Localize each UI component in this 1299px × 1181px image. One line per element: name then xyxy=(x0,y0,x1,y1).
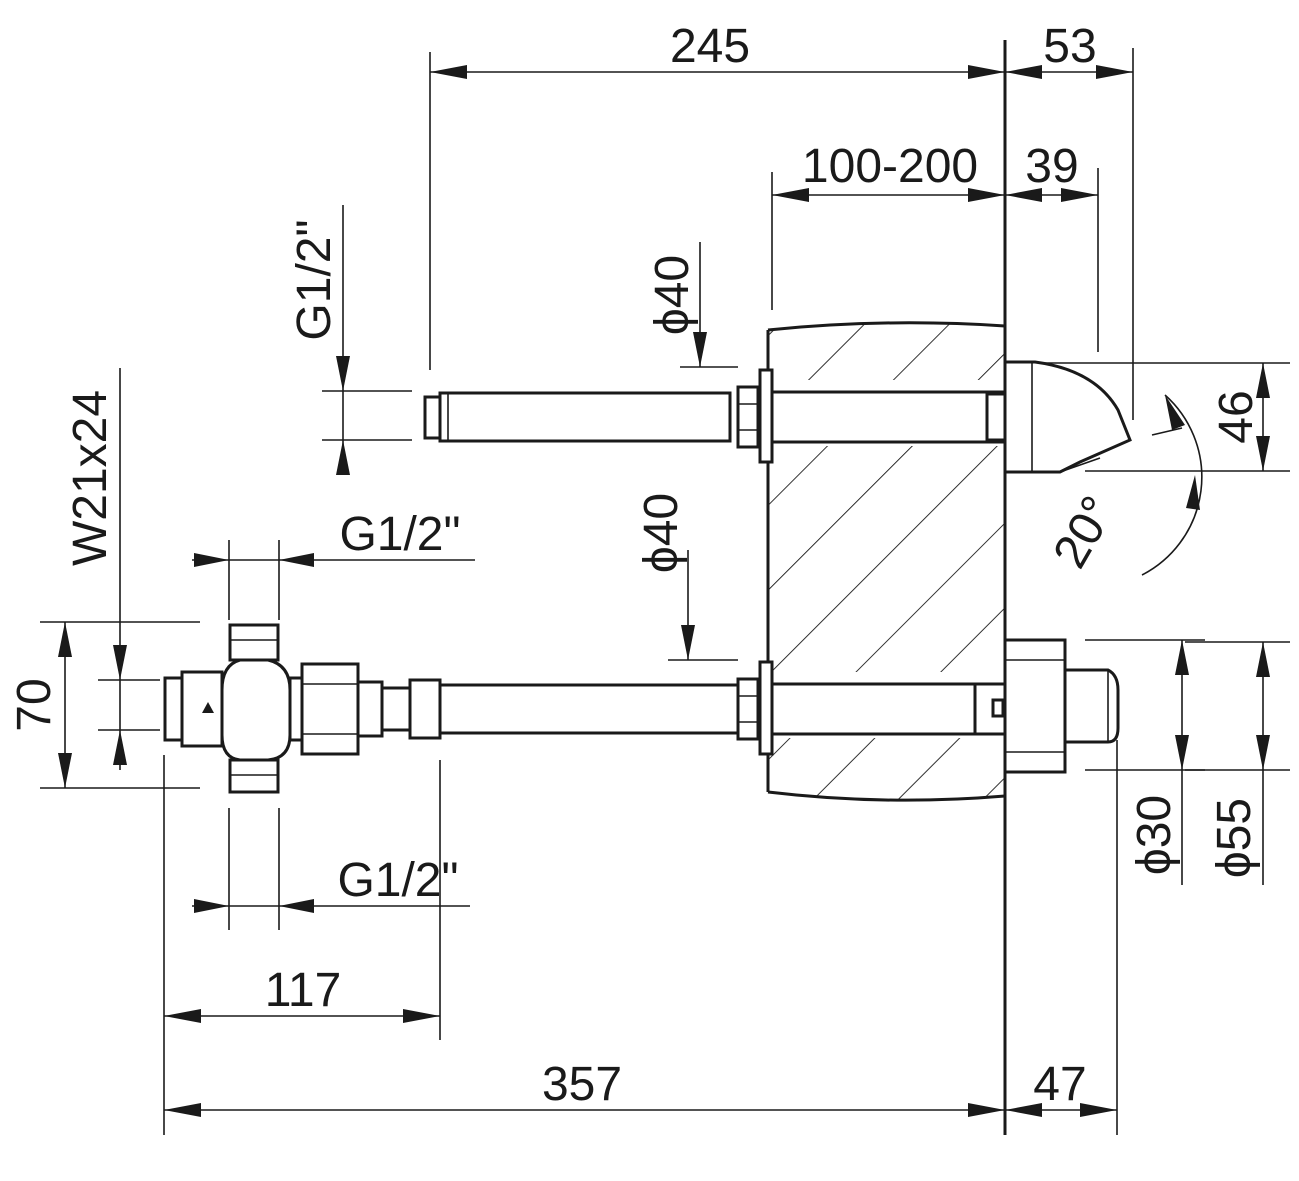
label-w21x24: W21x24 xyxy=(64,390,117,566)
valve-body xyxy=(220,658,292,762)
label-100-200: 100-200 xyxy=(802,140,978,193)
dimension-labels: 245 53 100-200 39 G1/2" ϕ40 46 20° W21x2… xyxy=(8,20,1263,1111)
label-phi55: ϕ55 xyxy=(1208,798,1261,878)
label-53: 53 xyxy=(1043,20,1096,73)
nut xyxy=(300,662,360,756)
wall-section xyxy=(766,40,1007,1135)
spout-body xyxy=(1003,360,1132,474)
label-47: 47 xyxy=(1033,1058,1086,1111)
rosette xyxy=(1003,638,1067,774)
label-46: 46 xyxy=(1210,390,1263,443)
label-20-degrees: 20° xyxy=(1043,488,1125,577)
label-phi40-bottom: ϕ40 xyxy=(635,493,688,573)
label-phi30: ϕ30 xyxy=(1128,795,1181,875)
label-39: 39 xyxy=(1025,140,1078,193)
label-g-half-top: G1/2" xyxy=(288,219,341,340)
label-117: 117 xyxy=(265,964,342,1017)
label-phi40-top: ϕ40 xyxy=(646,255,699,335)
label-g-half-mid: G1/2" xyxy=(339,508,460,561)
label-357: 357 xyxy=(542,1058,622,1111)
label-245: 245 xyxy=(670,20,750,73)
upper-pipe-assembly xyxy=(423,360,1132,474)
lower-pipe-assembly xyxy=(163,623,1120,794)
label-70: 70 xyxy=(8,678,61,731)
label-g-half-low: G1/2" xyxy=(337,854,458,907)
dimension-lines xyxy=(40,48,1290,1135)
